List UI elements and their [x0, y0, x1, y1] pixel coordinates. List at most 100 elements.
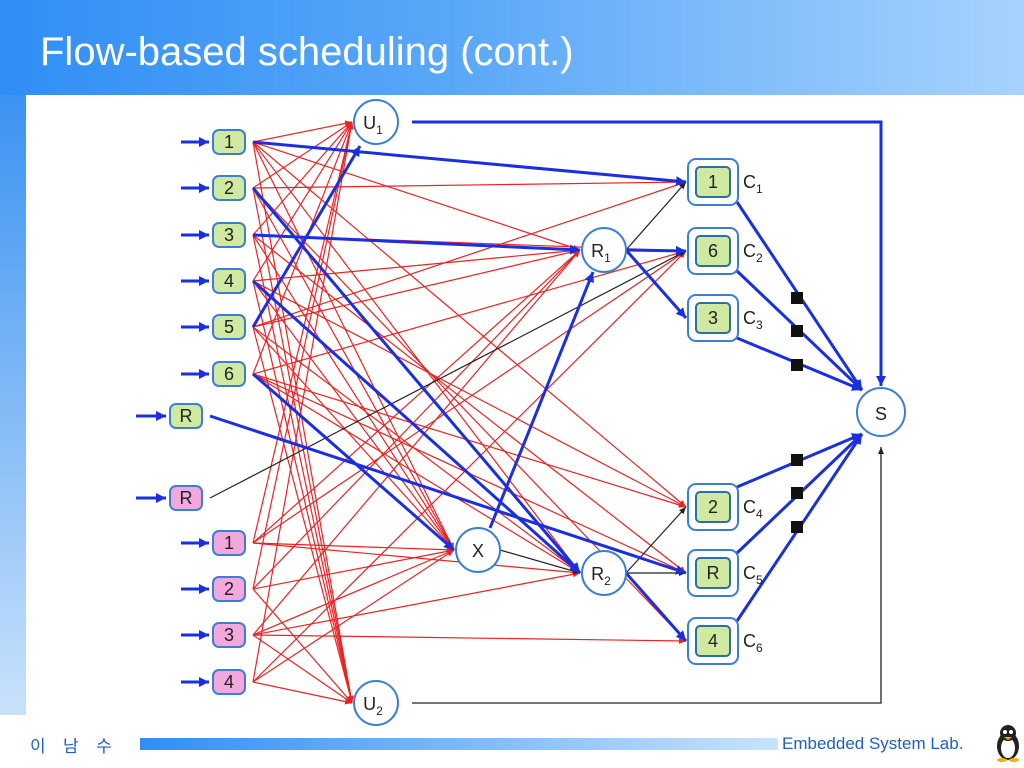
blue-edges [136, 120, 886, 687]
queue-marker [791, 292, 803, 304]
edge-U1-S [412, 120, 886, 386]
edge-a5-R2 [252, 326, 581, 574]
edge-a6-c2 [252, 250, 687, 375]
queue-marker [791, 359, 803, 371]
queue-marker [791, 487, 803, 499]
core-node-label: 2 [708, 497, 718, 517]
edge-a5-c1 [252, 181, 687, 328]
footer-bar [140, 738, 778, 750]
source-b-node-label: R [180, 488, 193, 508]
edge-b1-R2 [252, 542, 581, 576]
core-id-label: C5 [743, 563, 763, 587]
edge-a6-c4 [252, 373, 687, 508]
edge-X-R2 [499, 549, 581, 574]
edge-b1-U1 [252, 121, 354, 544]
queue-marker [791, 325, 803, 337]
core-id-label: C6 [743, 631, 763, 655]
edge-a4-c4 [252, 280, 687, 508]
edge-a2-R2 [251, 187, 582, 574]
edge-R2-c6 [624, 572, 688, 642]
edge-b2-U1 [252, 121, 354, 590]
edge-R2-c4 [625, 506, 687, 574]
edge-b1-X [252, 542, 455, 553]
source-a-node-label: R [180, 406, 193, 426]
core-node-label: 6 [708, 241, 718, 261]
edge-b1-c2 [252, 250, 687, 544]
source-b-node-b3: 3 [212, 622, 246, 648]
source-a-node-a3: 3 [212, 222, 246, 248]
edge-X-R1 [488, 271, 595, 529]
edge-b2-R1 [252, 249, 581, 590]
core-id-label: C3 [743, 308, 763, 332]
source-b-node-b1: 1 [212, 530, 246, 556]
edge-b3-X [252, 549, 455, 636]
edge-a3-c5 [252, 234, 687, 574]
edge-a1-c1 [252, 140, 687, 187]
source-b-node-b2: 2 [212, 576, 246, 602]
core-id-label: C2 [743, 241, 763, 265]
edge-a5-U1 [251, 145, 362, 328]
footer-author: 이 남 수 [30, 737, 118, 757]
sink-node-S: S [856, 387, 906, 437]
edge-b1-R1 [252, 249, 581, 544]
edge-b3-R1 [252, 249, 581, 636]
edge-a1-R2 [252, 141, 581, 574]
edge-a4-U2 [252, 280, 354, 704]
source-a-node-label: 1 [224, 132, 234, 152]
intermediate-node-U1: U1 [353, 99, 399, 145]
edge-a4-X [252, 280, 455, 551]
core-node-c5: R C5 [687, 549, 763, 597]
source-a-node-a1: 1 [212, 129, 246, 155]
core-node-c3: 3 C3 [687, 294, 763, 342]
edge-bR-c2 [209, 250, 687, 499]
edge-a1-R1 [252, 141, 581, 251]
edge-b4-X [252, 549, 455, 683]
edge-b4-c2 [252, 250, 687, 683]
queue-marker [791, 454, 803, 466]
source-b-node-label: 1 [224, 533, 234, 553]
core-node-label: R [707, 563, 720, 583]
edge-b4-U2 [252, 681, 353, 705]
core-id-label: C1 [743, 172, 763, 196]
black-edges [209, 181, 884, 704]
source-a-node-a5: 5 [212, 314, 246, 340]
edge-R1-c3 [624, 249, 688, 319]
source-a-node-label: 3 [224, 225, 234, 245]
edge-R1-c1 [625, 181, 687, 251]
intermediate-node-R1: R1 [581, 227, 627, 273]
sink-node-label: S [875, 404, 887, 424]
core-node-c1: 1 C1 [687, 158, 763, 206]
source-a-node-label: 5 [224, 317, 234, 337]
intermediate-node-label: X [472, 541, 484, 561]
intermediate-node-X: X [455, 527, 501, 573]
source-b-node-label: 2 [224, 579, 234, 599]
source-b-node-bR: R [169, 485, 203, 511]
edge-b3-U2 [252, 634, 353, 704]
source-a-node-label: 4 [224, 271, 234, 291]
edge-a5-R1 [252, 248, 581, 328]
edge-a4-R2 [252, 279, 581, 575]
source-a-node-label: 2 [224, 178, 234, 198]
source-b-node-b4: 4 [212, 669, 246, 695]
edge-a1-U1 [252, 120, 353, 143]
edge-a6-R2 [252, 373, 581, 574]
slide-title: Flow-based scheduling (cont.) [40, 30, 574, 74]
edge-b2-U2 [252, 588, 353, 704]
intermediate-node-U2: U2 [353, 680, 399, 726]
source-b-node-label: 4 [224, 672, 234, 692]
source-a-node-a2: 2 [212, 175, 246, 201]
core-node-label: 3 [708, 308, 718, 328]
title-bar [0, 0, 1024, 95]
edge-a2-c1 [252, 179, 687, 189]
intermediate-node-R2: R2 [581, 550, 627, 596]
core-node-label: 1 [708, 172, 718, 192]
edge-b4-U1 [252, 121, 354, 683]
edge-b3-R2 [252, 571, 581, 636]
edge-a3-U1 [252, 121, 353, 236]
core-node-c2: 6 C2 [687, 227, 763, 275]
source-a-node-label: 6 [224, 364, 234, 384]
footer-lab-name: Embedded System Lab. [782, 734, 964, 753]
queue-marker [791, 521, 803, 533]
